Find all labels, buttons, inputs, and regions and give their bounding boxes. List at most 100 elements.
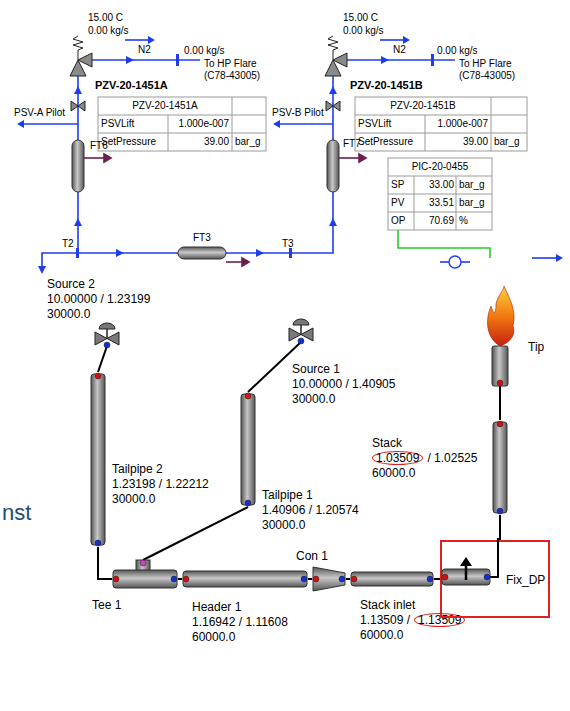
node-text-block: Tailpipe 21.23198 / 1.2221230000.0 [112,462,209,507]
pipe-connector [346,578,350,580]
flow-arrow-head [460,557,472,566]
port-dot [245,500,251,506]
table-cell: 33.51 [414,197,454,209]
illustration-part [73,36,83,60]
port-dot [339,576,345,582]
illustration-part [92,59,200,61]
text-line: Header 1 [192,600,288,615]
component-value: 60000.0 [360,628,403,642]
port-dot [245,393,251,399]
illustration-part [42,253,178,272]
port-dot [95,373,101,379]
process-label: FT3 [193,232,211,244]
table-cell: 1.000e-007 [425,118,488,130]
node-text-block: Tee 1 [92,598,121,613]
port-dot [497,380,503,386]
table-cell: PZV-20-1451A [98,100,232,112]
component-value: 1.13509 / [360,613,410,627]
table-cell: 39.00 [425,136,488,148]
illustration-part [449,256,461,268]
table-cell: % [459,215,468,227]
text-line: 30000.0 [112,492,209,507]
text-line: Tailpipe 1 [262,488,359,503]
component-value: 30000.0 [262,518,305,532]
illustration-part [333,53,347,67]
text-line: Stack [372,436,477,451]
port-dot [351,576,357,582]
process-label: T3 [282,238,294,250]
illustration-part [398,230,490,258]
node-text-block: Tip [528,340,544,355]
data-tables [98,97,527,230]
pipe-body [113,570,177,588]
port-dot [95,540,101,546]
table-cell: 39.00 [168,136,229,148]
illustration-part [78,53,92,67]
pipe-connector [143,507,248,560]
table-cell: PV [391,197,404,209]
process-label: PSV-B Pilot [272,107,324,119]
illustration-part [71,101,85,111]
port-dot [113,576,119,582]
illustration-part [532,257,556,259]
illustration-part [355,115,527,116]
process-label: N2 [138,44,151,56]
table-cell: SP [391,179,404,191]
illustration-part [74,86,82,94]
illustration-part [339,157,359,159]
node-text-block: Stack1.03509/ 1.0252560000.0 [372,436,477,481]
pipe-connector [308,578,312,580]
illustration-part [168,115,169,151]
table-cell: SetPressure [101,136,156,148]
pipe-body [91,374,105,545]
process-label: 15.00 C [343,12,378,24]
illustration-part [327,140,339,192]
table-cell: bar_g [459,197,485,209]
port-dot [442,574,448,580]
text-line: Source 2 [47,277,150,292]
pipe-connector [178,578,182,580]
shape-outline [90,372,106,547]
text-line: 10.00000 / 1.40905 [292,377,395,392]
source-valve: Source 110.00000 / 1.4090530000.0 [288,318,314,342]
illustration-part [355,97,527,151]
illustration-part [98,115,266,116]
text-line: Con 1 [296,549,328,564]
illustration-part [125,39,148,41]
valve-actuator [293,319,309,325]
process-label: 0.00 kg/s [437,45,478,57]
component-name: Header 1 [192,600,241,614]
illustration-part [176,54,179,66]
illustration-part [148,36,155,44]
shape-outline [482,286,518,386]
tailpipe: Tailpipe 11.40906 / 1.2057430000.0 [240,392,256,507]
component-value: / 1.02525 [427,451,477,465]
port-dot [140,560,146,566]
node-text-block: Fix_DP [506,573,545,588]
text-line: 30000.0 [292,392,395,407]
process-label: FT6 [90,140,108,152]
port-dot [427,576,433,582]
illustration-part [355,133,527,134]
illustration-part [74,218,82,226]
component-value: 10.00000 / 1.40905 [292,377,395,391]
illustration-part [178,247,226,259]
illustration-part [84,157,104,159]
text-line: 1.16942 / 1.11608 [192,615,288,630]
port-dot [183,576,189,582]
table-cell: PIC-20-0455 [388,161,492,173]
table-cell: 70.69 [414,215,454,227]
illustration-part [116,249,124,257]
internal-line [490,538,498,577]
component-value: 1.16942 / 1.11608 [192,615,288,629]
table-cell: bar_g [459,179,485,191]
text-line: 1.13509 /1.13509 [360,613,465,628]
controller [398,230,490,268]
node-text-block: Source 110.00000 / 1.4090530000.0 [292,362,395,407]
text-line: Stack inlet [360,598,465,613]
stream-tees [76,54,434,258]
shape-outline [182,570,308,588]
text-line: 1.23198 / 1.22212 [112,477,209,492]
